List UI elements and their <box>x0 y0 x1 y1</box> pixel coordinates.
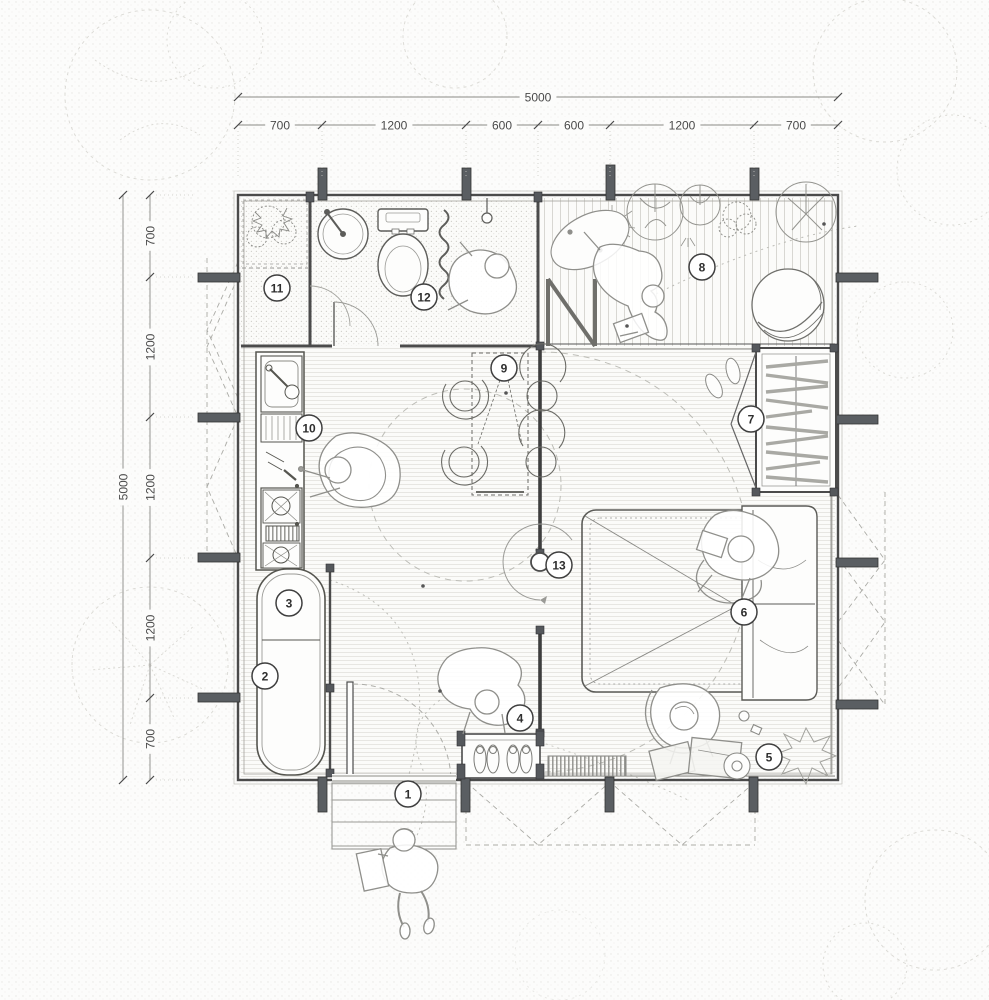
svg-text:2: 2 <box>262 669 269 683</box>
dimension-label: 700 <box>786 118 806 132</box>
callout-badge-10: 10 <box>295 414 323 442</box>
floor-mat <box>547 755 627 777</box>
reference-dots <box>421 222 826 693</box>
svg-text:12: 12 <box>417 290 431 304</box>
dimension-label: 600 <box>492 118 512 132</box>
dimension-label: 1200 <box>381 118 408 132</box>
dimension-label: 5000 <box>525 90 552 104</box>
callout-badge-11: 11 <box>263 274 291 302</box>
svg-text:3: 3 <box>286 596 293 610</box>
svg-text:1: 1 <box>405 787 412 801</box>
structural-posts <box>197 164 879 813</box>
callout-badge-9: 9 <box>490 354 518 382</box>
person-at-shoe-cabinet <box>437 647 526 735</box>
dimension-label: 1200 <box>143 333 157 360</box>
person-entering <box>355 828 439 940</box>
callout-badge-4: 4 <box>506 704 534 732</box>
entry-door <box>332 681 456 783</box>
dimension-label: 700 <box>143 729 157 749</box>
svg-text:9: 9 <box>501 361 508 375</box>
dimension-label: 1200 <box>669 118 696 132</box>
person-showering <box>447 241 518 315</box>
svg-text:5: 5 <box>766 750 773 764</box>
callout-badge-12: 12 <box>410 283 438 311</box>
dimension-label: 600 <box>564 118 584 132</box>
entry-steps <box>331 782 457 850</box>
shoe-cabinet <box>456 730 545 780</box>
svg-text:11: 11 <box>271 281 284 295</box>
terrace-ladder <box>546 277 597 348</box>
tea-tray-and-items <box>723 710 763 780</box>
potted-plant <box>246 205 297 248</box>
terrace-trees <box>590 181 837 247</box>
callout-badge-1: 1 <box>394 780 422 808</box>
callout-badge-7: 7 <box>737 405 765 433</box>
callout-badge-8: 8 <box>688 253 716 281</box>
callout-badge-13: 13 <box>545 551 573 579</box>
bathroom-fixtures <box>317 198 493 347</box>
svg-text:13: 13 <box>552 558 566 572</box>
shower-curtain <box>438 209 450 300</box>
callout-badge-5: 5 <box>755 743 783 771</box>
callout-badge-3: 3 <box>275 589 303 617</box>
hanging-egg-chair <box>751 268 825 342</box>
dimension-label: 5000 <box>116 473 130 500</box>
callout-badge-6: 6 <box>730 598 758 626</box>
wardrobe <box>730 343 839 497</box>
person-cooking <box>297 432 401 508</box>
svg-text:4: 4 <box>517 711 524 725</box>
dining-table-chairs <box>441 343 567 496</box>
dimension-label: 1200 <box>143 614 157 641</box>
slippers <box>705 357 741 399</box>
dimension-label: 1200 <box>143 474 157 501</box>
dimension-annotations: 5000 700 1200 600 600 1200 700 5000 700 1200 1200 1… <box>115 89 843 785</box>
person-sitting-floor <box>644 683 743 782</box>
dimension-label: 700 <box>270 118 290 132</box>
svg-text:6: 6 <box>741 605 748 619</box>
callout-badge-2: 2 <box>251 662 279 690</box>
svg-text:7: 7 <box>748 412 755 426</box>
person-sitting-sofa <box>695 509 780 604</box>
person-reading-terrace <box>583 231 668 344</box>
floor-plant <box>774 726 838 786</box>
svg-text:8: 8 <box>699 260 706 274</box>
kitchen-counter <box>255 351 305 571</box>
storage-room <box>242 199 351 327</box>
dimension-label: 700 <box>143 226 157 246</box>
svg-text:10: 10 <box>302 421 316 435</box>
